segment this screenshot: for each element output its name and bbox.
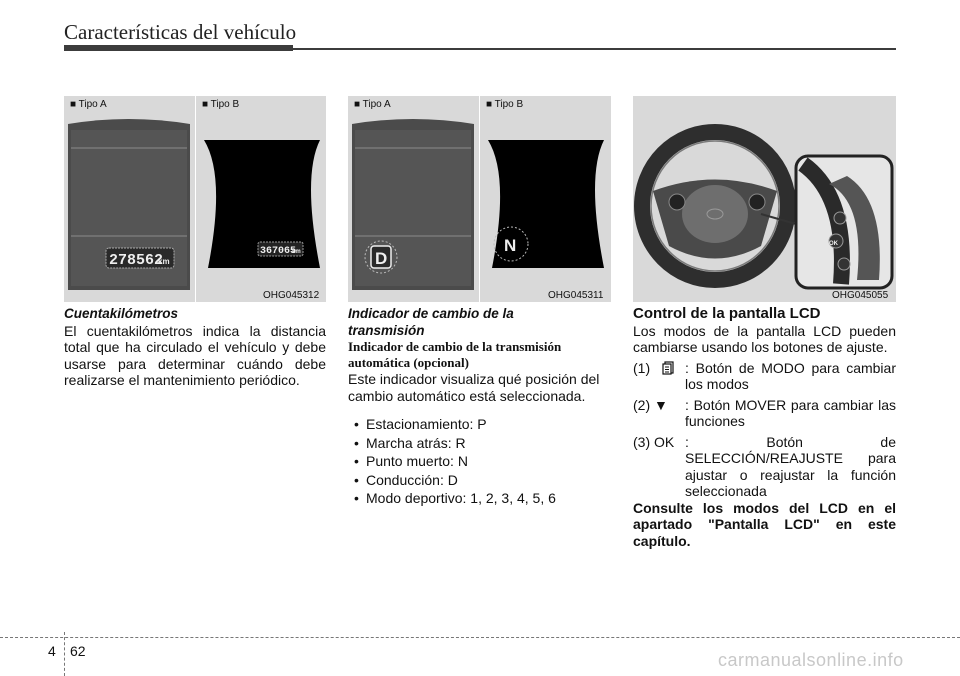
cluster-type-b-illustration: N (488, 140, 604, 268)
gear-indicator-figure: ■ Tipo A D ■ Tipo B N (348, 96, 611, 302)
gear-letter: N (504, 236, 516, 255)
section-title: Indicador de cambio de la transmisión (348, 306, 514, 338)
header-rule (293, 48, 896, 50)
right-button-cluster (748, 193, 766, 211)
callout-line (760, 213, 797, 225)
list-item: Modo deportivo: 1, 2, 3, 4, 5, 6 (348, 490, 611, 507)
section-title: Control de la pantalla LCD (633, 305, 821, 322)
item-text: : Botón de MODO para cambiar los modos (685, 359, 896, 393)
list-item: Estacionamiento: P (348, 416, 611, 433)
odometer-unit: km (292, 249, 301, 255)
gear-box (370, 245, 392, 269)
header-bar (64, 45, 293, 51)
button-item: (2) ▼ : Botón MOVER para cambiar las fun… (633, 397, 896, 430)
cluster-frame (488, 140, 604, 268)
airbag-cover (682, 185, 748, 243)
gear-highlight-circle (364, 240, 398, 274)
odometer-box (257, 241, 304, 257)
mode-button-icon (662, 360, 674, 375)
panel-label: ■ Tipo A (70, 99, 107, 110)
section-body: Los modos de la pantalla LCD pueden camb… (633, 322, 896, 356)
footer-divider (64, 632, 65, 676)
figure-code: OHG045055 (832, 290, 889, 301)
inset-control-panel (829, 176, 880, 280)
chapter-number: 4 (48, 643, 56, 659)
section-title: Cuentakilómetros (64, 306, 179, 321)
odometer-value: 367065 (260, 246, 296, 257)
odometer-section: Cuentakilómetros El cuentakilómetros ind… (64, 306, 326, 389)
panel-label: ■ Tipo A (354, 99, 391, 110)
lcd-control-section: Control de la pantalla LCD Los modos de … (633, 305, 896, 549)
left-button-cluster (668, 193, 686, 211)
inset-button (828, 233, 844, 249)
consult-note: Consulte los modos del LCD en el apartad… (633, 499, 896, 549)
gear-panel-type-a: ■ Tipo A D (348, 96, 479, 302)
footer-rule (0, 637, 960, 638)
item-text: : Botón MOVER para cambiar las funciones (685, 396, 896, 430)
watermark: carmanualsonline.info (718, 650, 904, 670)
page-header-title: Características del vehículo (64, 20, 297, 44)
page-number: 62 (70, 643, 86, 659)
list-item: Conducción: D (348, 472, 611, 489)
item-text: : Botón de SELECCIÓN/REAJUSTE para ajust… (685, 433, 896, 500)
odometer-figure: ■ Tipo A 278562 km ■ Tipo B 367065 km (64, 96, 326, 302)
item-number: (2) ▼ (633, 396, 668, 413)
horn-emblem (706, 208, 724, 220)
button-item: (1) : Botón de MODO para cambiar los mod… (633, 360, 896, 393)
odometer-unit: km (158, 257, 170, 266)
inset-button (837, 257, 851, 271)
inset-button (833, 211, 847, 225)
wheel-rim-highlight (650, 140, 780, 272)
cluster-type-a-illustration: D (352, 119, 474, 290)
section-subtitle: Indicador de cambio de la transmisión au… (348, 339, 562, 370)
list-item: Punto muerto: N (348, 453, 611, 470)
gear-highlight-circle (493, 226, 529, 262)
button-item: (3) OK : Botón de SELECCIÓN/REAJUSTE par… (633, 434, 896, 500)
gear-position-list: Estacionamiento: P Marcha atrás: R Punto… (348, 416, 611, 507)
item-number-text: (1) (633, 359, 651, 376)
ok-button-label: OK (829, 241, 839, 247)
wheel-rim (634, 124, 796, 288)
item-number: (1) (633, 360, 685, 393)
panel-label: ■ Tipo B (202, 99, 240, 110)
odometer-panel-type-a: ■ Tipo A 278562 km (64, 96, 195, 302)
gear-indicator-section: Indicador de cambio de la transmisión In… (348, 306, 611, 509)
item-number: (3) OK (633, 433, 675, 450)
gear-letter: D (375, 249, 387, 268)
list-item: Marcha atrás: R (348, 435, 611, 452)
steering-wheel-illustration: OK (634, 124, 894, 290)
steering-wheel-figure: OK (633, 96, 896, 302)
figure-code: OHG045312 (263, 290, 320, 301)
section-body: Este indicador visualiza qué posición de… (348, 371, 600, 404)
cluster-frame (204, 140, 320, 268)
gear-panel-type-b: ■ Tipo B N (479, 96, 612, 302)
figure-code: OHG045311 (548, 290, 604, 301)
cluster-type-a-illustration: 278562 km (68, 119, 190, 290)
odometer-box (105, 247, 175, 269)
odometer-value: 278562 (109, 252, 163, 269)
section-body: El cuentakilómetros indica la distancia … (64, 322, 326, 389)
cluster-type-b-illustration: 367065 km (204, 140, 320, 268)
odometer-panel-type-b: ■ Tipo B 367065 km (195, 96, 327, 302)
panel-label: ■ Tipo B (486, 99, 524, 110)
